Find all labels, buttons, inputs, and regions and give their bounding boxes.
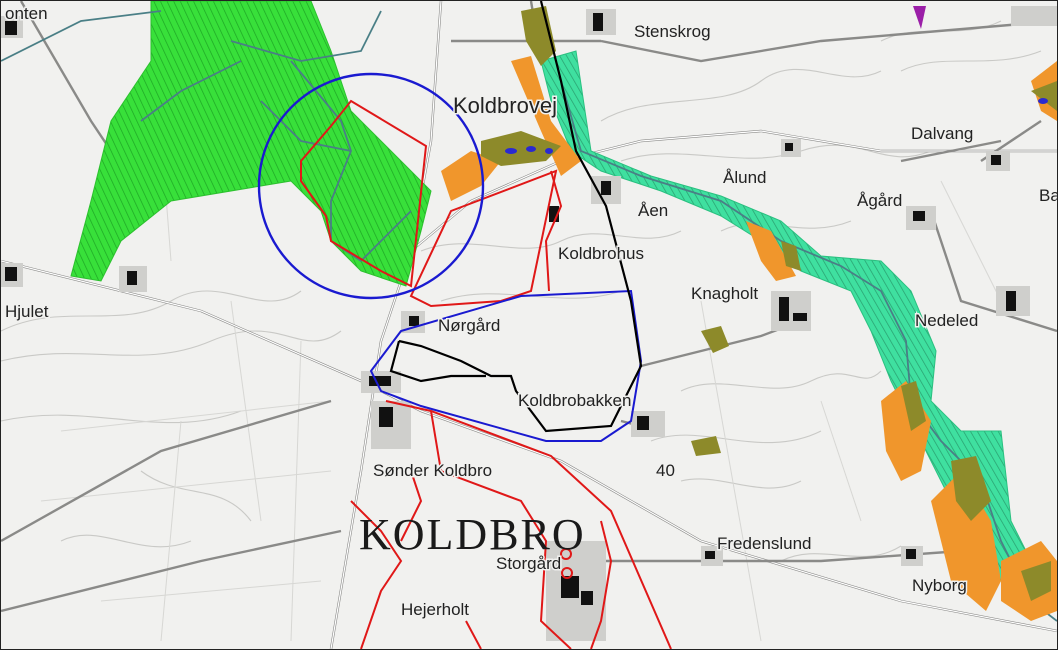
label-dalvang: Dalvang: [911, 124, 973, 143]
label-clipped-left: onten: [5, 4, 48, 23]
olive-zones[interactable]: [481, 6, 1057, 601]
label-elevation: 40: [656, 461, 675, 480]
label-hejerholt: Hejerholt: [401, 600, 469, 619]
purple-zone[interactable]: [913, 6, 926, 29]
label-koldbrovej: Koldbrovej: [453, 93, 557, 118]
label-norgard: Nørgård: [438, 316, 500, 335]
label-koldbrobakken: Koldbrobakken: [518, 391, 631, 410]
label-koldbrohus: Koldbrohus: [558, 244, 644, 263]
buildings: [1, 6, 1057, 641]
black-boundary[interactable]: [398, 1, 643, 433]
main-stream: [560, 80, 1057, 622]
red-boundaries[interactable]: [300, 99, 672, 649]
place-labels: onten Stenskrog Koldbrovej Dalvang Ålund…: [4, 3, 1058, 621]
label-knagholt: Knagholt: [691, 284, 758, 303]
protected-nature-area[interactable]: [70, 1, 432, 287]
focus-circle[interactable]: [257, 72, 485, 300]
black-boundary-loop[interactable]: [389, 340, 486, 383]
stream-network: [1, 10, 412, 263]
label-hjulet: Hjulet: [5, 302, 49, 321]
label-aen: Åen: [638, 201, 668, 220]
label-nedeled: Nedeled: [915, 311, 978, 330]
label-fredenslund: Fredenslund: [717, 534, 812, 553]
label-aagard: Ågård: [857, 191, 902, 210]
label-koldbro: KOLDBRO: [359, 510, 586, 559]
label-storgard: Storgård: [496, 554, 561, 573]
label-sonder-koldbro: Sønder Koldbro: [373, 461, 492, 480]
label-stenskrog: Stenskrog: [634, 22, 711, 41]
blue-boundary[interactable]: [369, 289, 643, 442]
label-clipped-right: Ba: [1039, 186, 1057, 205]
label-nyborg: Nyborg: [912, 576, 967, 595]
ponds: [505, 98, 1048, 154]
label-alund: Ålund: [723, 168, 766, 187]
